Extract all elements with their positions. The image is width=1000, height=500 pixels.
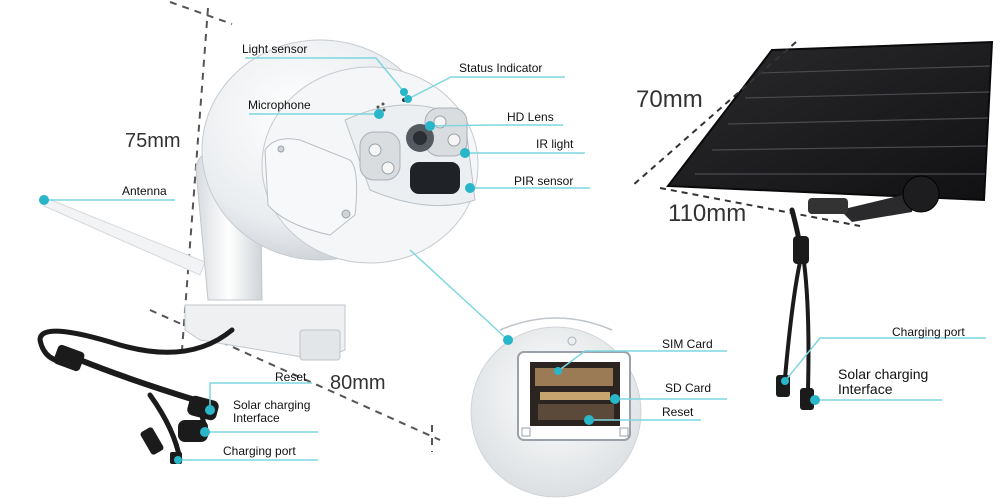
label-charging-port: Charging port [223,444,296,458]
label-panel-solar-charging-interface-line1: Solar charging [838,366,929,382]
camera-connectors [53,344,219,464]
antenna [43,197,206,276]
label-pir-sensor: PIR sensor [514,174,574,188]
dimension-panel-height: 70mm [636,86,703,113]
label-light-sensor: Light sensor [242,42,308,56]
label-panel-solar-charging-interface-line2: Interface [838,381,893,397]
sim-slot-detail [470,317,642,498]
label-panel-charging-port: Charging port [892,325,965,339]
callout-lines [44,57,986,461]
solar-panel [666,40,994,222]
dimension-depth: 80mm [330,372,386,394]
callout-dots [39,88,820,464]
dimension-height: 75mm [125,130,181,152]
label-detail-reset: Reset [662,405,694,419]
panel-connectors [776,236,814,410]
label-sd-card: SD Card [665,381,712,395]
label-sim-card: SIM Card [662,337,713,351]
panel-dimension-lines [631,41,861,227]
label-reset: Reset [275,370,307,384]
dimension-panel-width: 110mm [668,200,747,227]
label-microphone: Microphone [248,98,311,112]
label-hd-lens: HD Lens [507,110,554,124]
label-ir-light: IR light [536,137,574,151]
label-solar-charging-interface-line1: Solar charging [233,398,311,412]
label-antenna: Antenna [122,184,167,198]
camera-body [184,39,479,361]
label-status-indicator: Status Indicator [459,61,543,75]
label-solar-charging-interface-line2: Interface [233,411,280,425]
